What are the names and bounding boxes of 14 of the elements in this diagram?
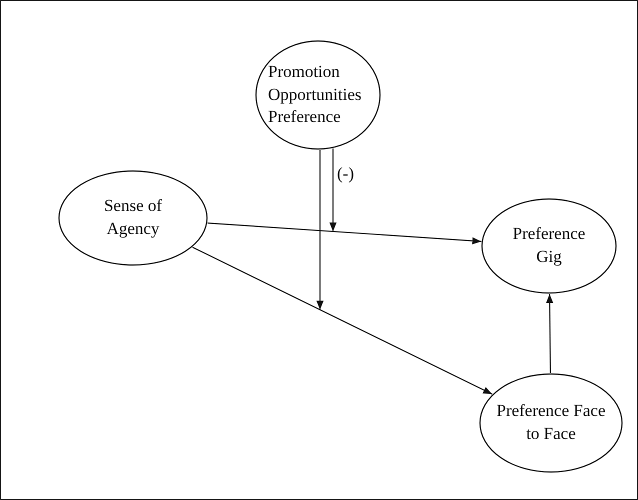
arrow	[192, 246, 492, 395]
construct-ellipse	[58, 170, 208, 266]
edge-label: (-)	[337, 165, 354, 184]
arrow	[329, 148, 337, 232]
arrow	[546, 294, 554, 373]
node-label: Preference Gig	[512, 223, 586, 268]
construct-ellipse	[481, 198, 617, 294]
node-label: Promotion Opportunities Preference	[268, 60, 362, 128]
arrow	[208, 222, 482, 244]
construct-ellipse	[479, 373, 623, 473]
node-label: Preference Face to Face	[495, 400, 606, 445]
construct-ellipse	[255, 40, 381, 150]
arrow	[316, 150, 324, 310]
node-label: Sense of Agency	[102, 195, 164, 240]
